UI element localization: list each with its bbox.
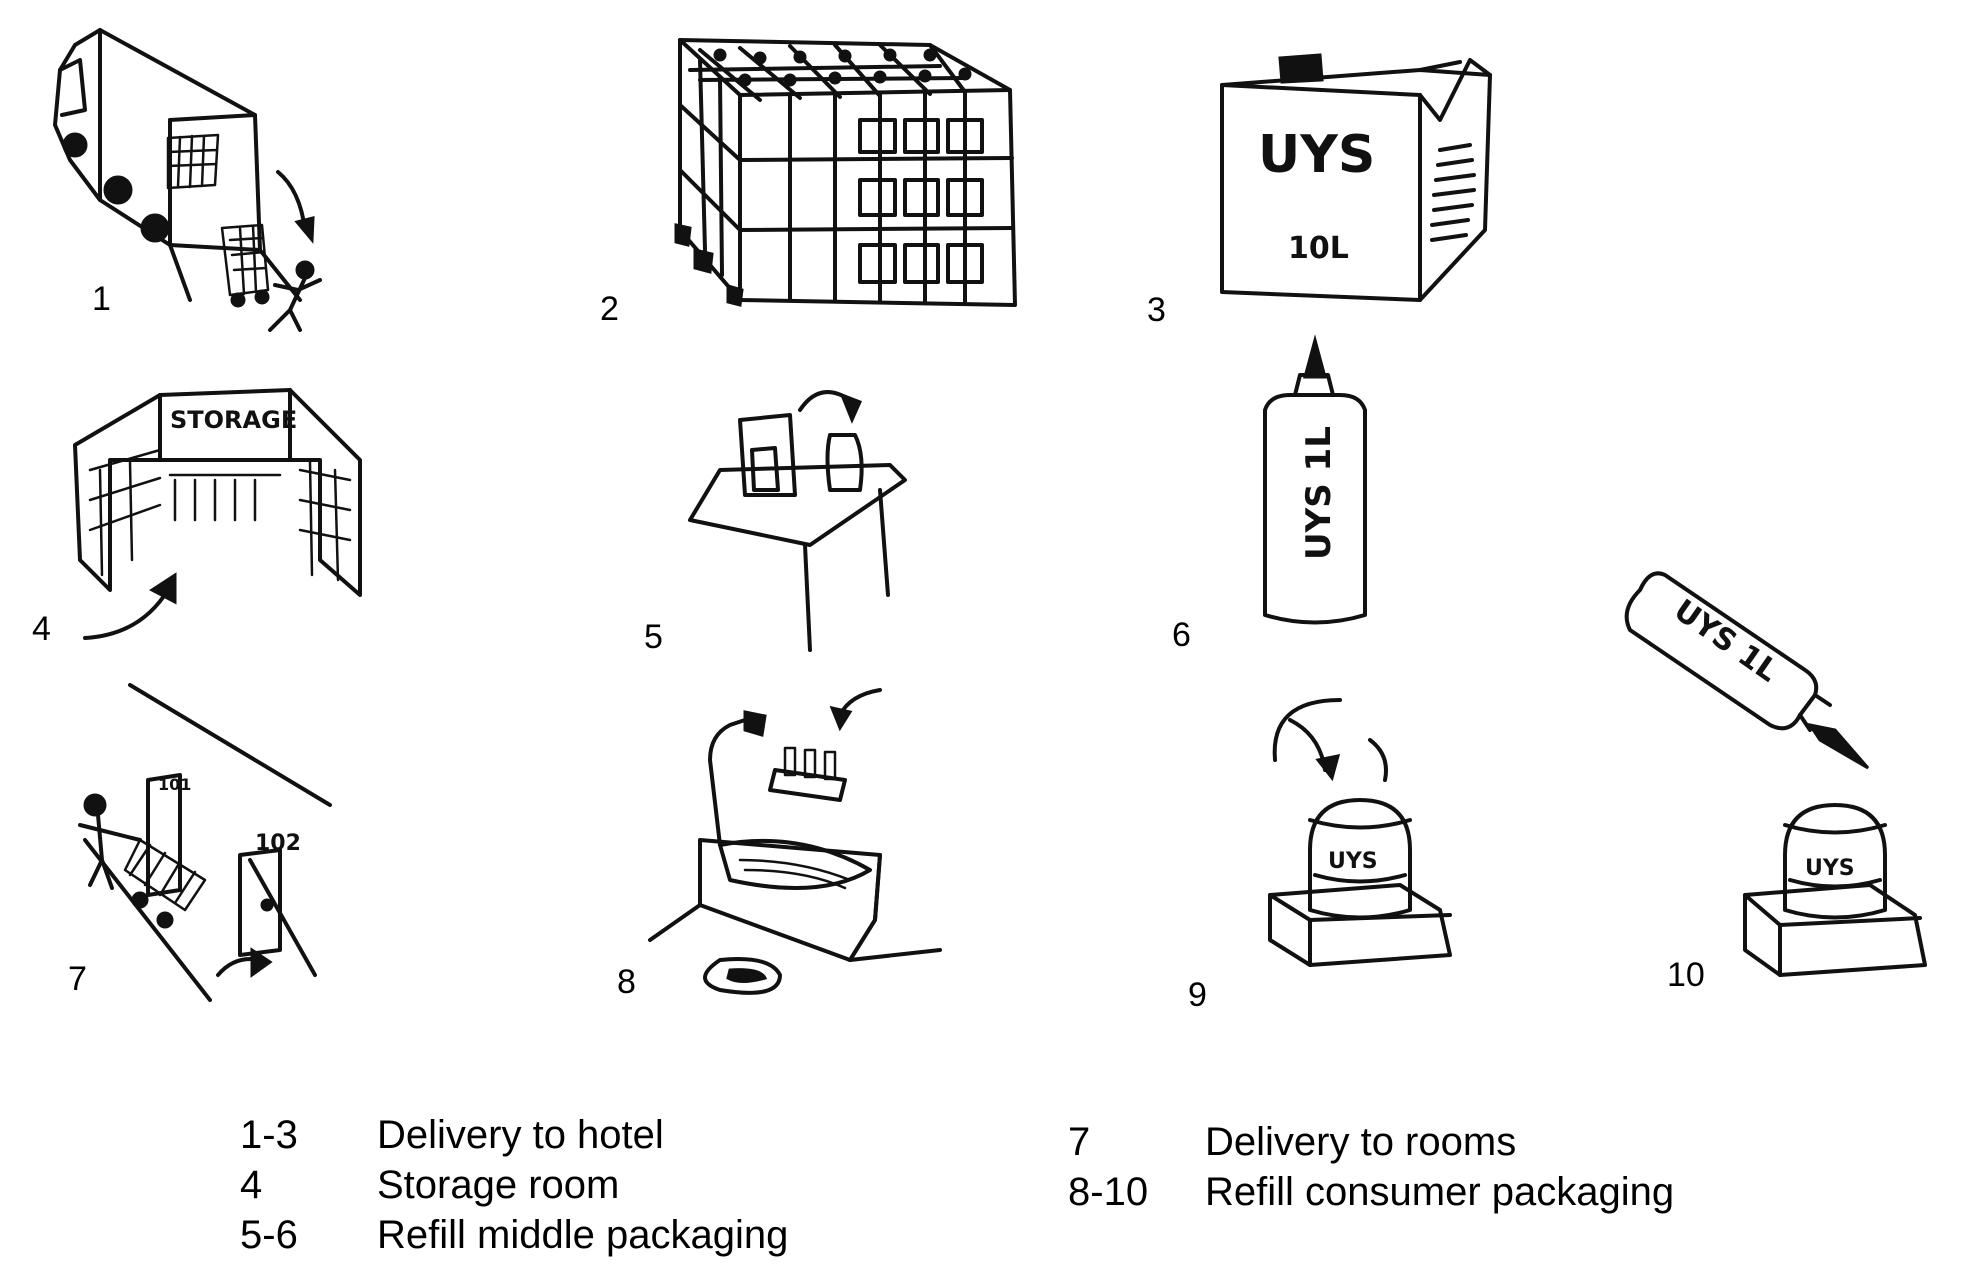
panel-number-7: 7 (68, 960, 87, 998)
legend-text: Delivery to rooms (1205, 1120, 1517, 1164)
panel-number-6: 6 (1172, 616, 1191, 654)
jar-label-10-text: UYS (1805, 856, 1855, 881)
storage-room-sketch: STORAGE (73, 388, 362, 640)
pour-bottle-label-text: UYS 1L (1667, 593, 1784, 689)
legend-text: Delivery to hotel (377, 1113, 664, 1157)
panel-number-3: 3 (1147, 291, 1166, 329)
jar-label-9-text: UYS (1328, 849, 1378, 874)
panel-number-8: 8 (617, 963, 636, 1001)
truck-delivery-sketch (53, 28, 322, 332)
box-brand-text: UYS (1258, 125, 1375, 185)
legend-code: 8-10 (1068, 1170, 1149, 1214)
jar-pour-sketch: UYS 1L UYS (1624, 571, 1927, 977)
legend-code: 4 (240, 1163, 263, 1207)
jar-refill-sketch: UYS (1268, 698, 1452, 967)
legend-text: Refill middle packaging (377, 1213, 789, 1257)
refill-table-sketch (688, 390, 907, 652)
bottle-label-text: UYS 1L (1299, 426, 1339, 560)
legend-code: 1-3 (240, 1113, 298, 1157)
corridor-delivery-sketch: 101 102 (78, 683, 332, 1002)
bathroom-sketch (648, 688, 942, 995)
pallet-boxes-sketch (674, 38, 1017, 307)
bulk-box-10l-sketch: UYS 10L (1220, 53, 1492, 302)
door-101-text: 101 (158, 775, 191, 794)
panel-number-5: 5 (644, 618, 663, 656)
legend-code: 7 (1068, 1120, 1091, 1164)
storage-sign-text: STORAGE (170, 406, 297, 434)
panel-number-2: 2 (600, 290, 619, 328)
legend-text: Refill consumer packaging (1205, 1170, 1675, 1214)
panel-number-10: 10 (1667, 956, 1705, 994)
door-102-text: 102 (255, 831, 301, 856)
panel-number-4: 4 (32, 610, 51, 648)
box-volume-text: 10L (1288, 231, 1349, 266)
legend-code: 5-6 (240, 1213, 298, 1257)
bottle-1l-sketch: UYS 1L (1263, 334, 1367, 625)
panel-number-9: 9 (1188, 976, 1207, 1014)
legend-text: Storage room (377, 1163, 620, 1207)
panel-number-1: 1 (92, 280, 111, 318)
